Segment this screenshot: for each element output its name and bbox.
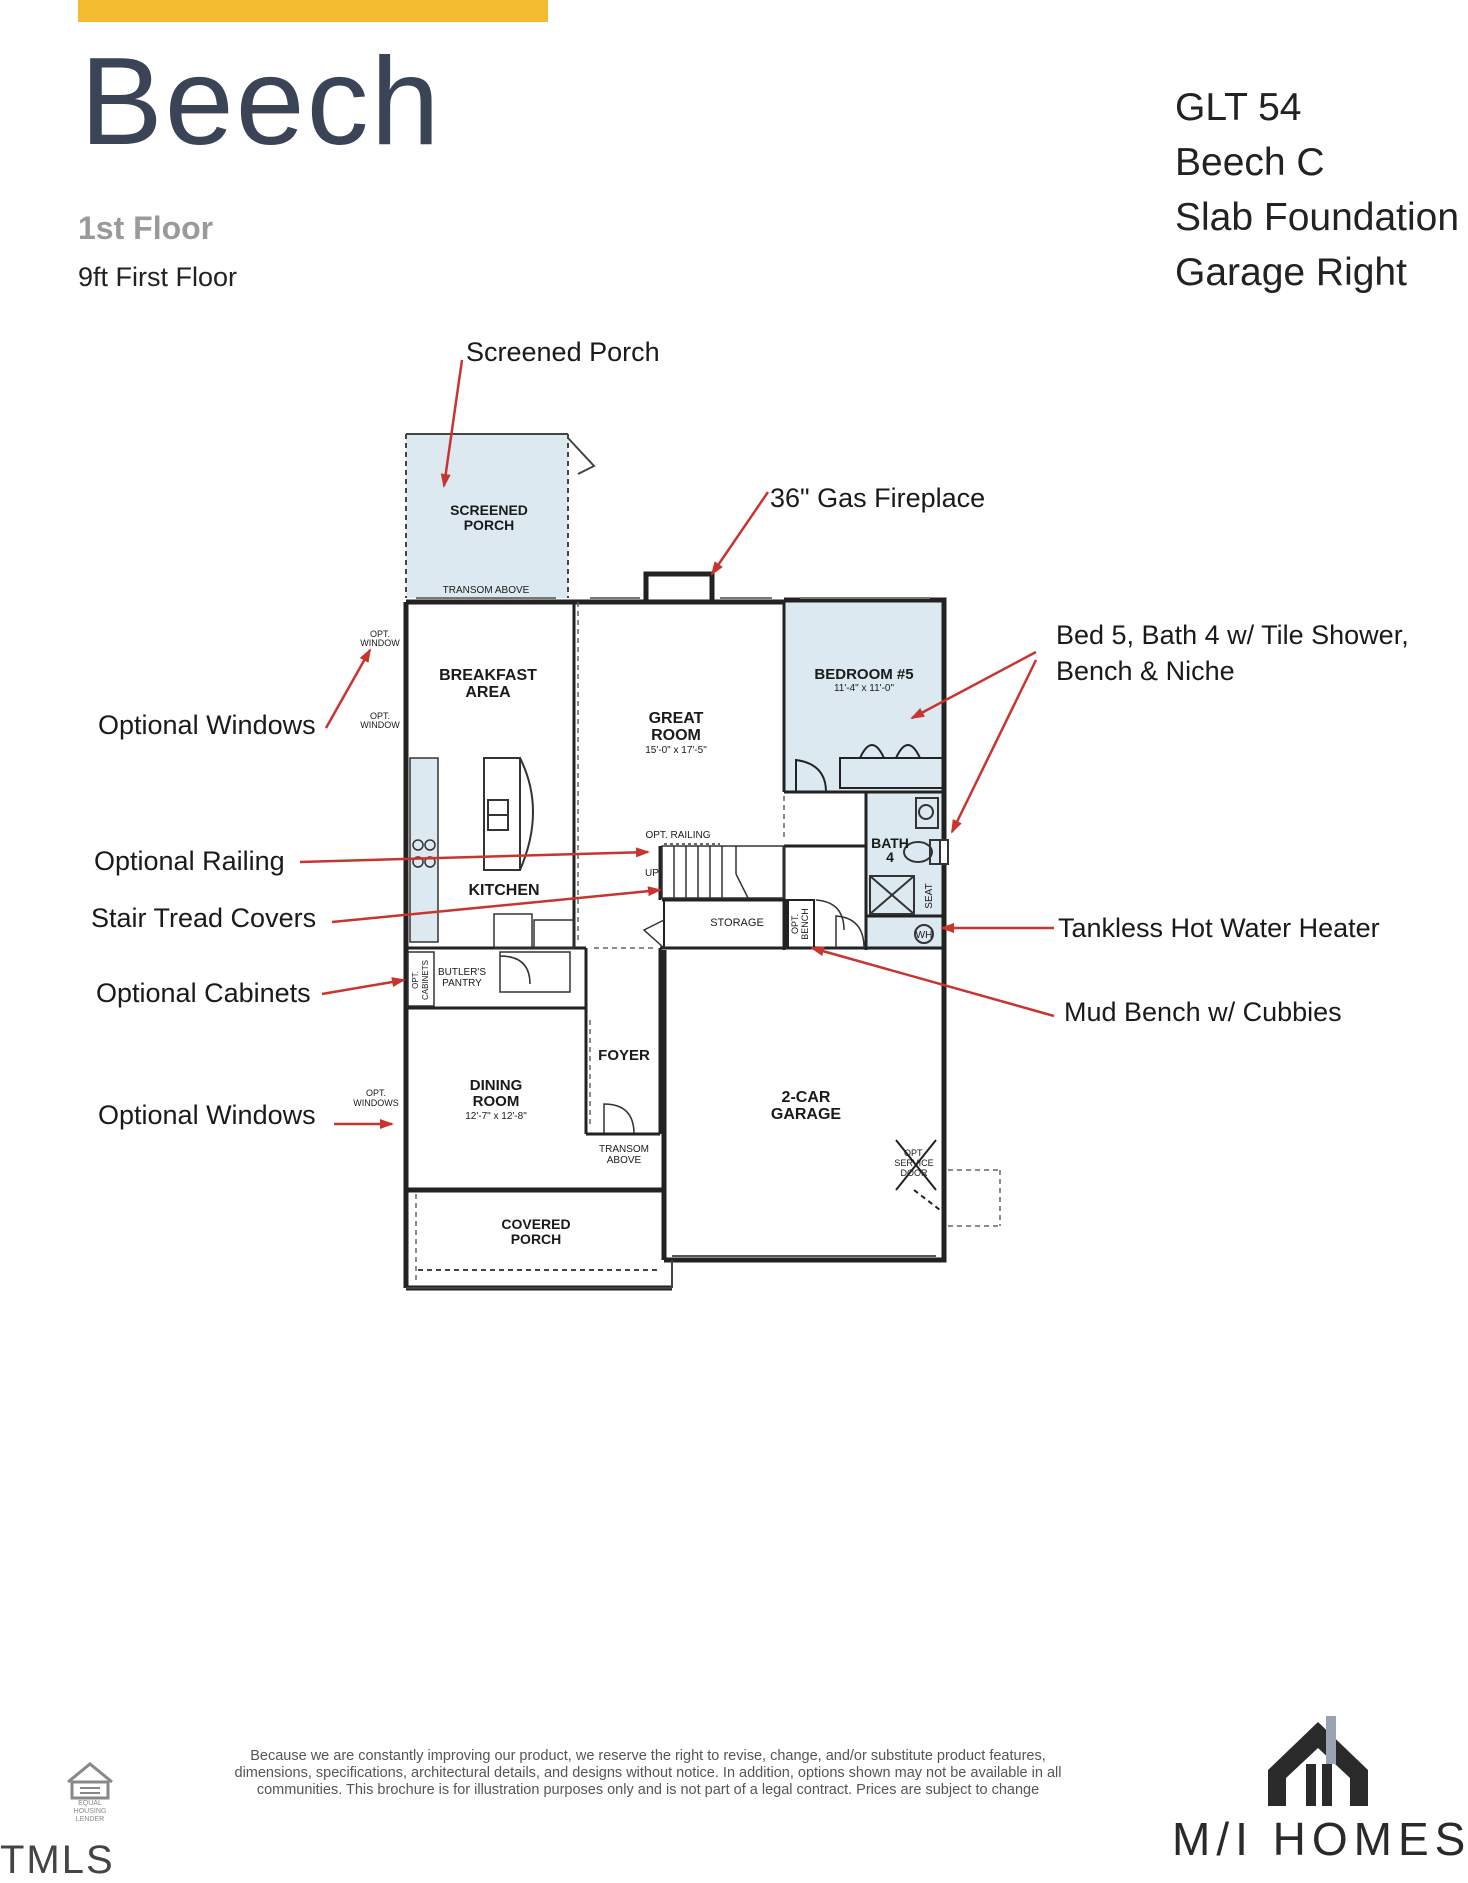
label-great: GREAT xyxy=(649,710,704,727)
label-service-1: OPT. xyxy=(904,1148,924,1158)
label-covered: COVERED xyxy=(501,1216,570,1232)
stairs xyxy=(661,843,785,899)
ceiling-label: 9ft First Floor xyxy=(78,262,238,292)
fireplace xyxy=(643,571,715,605)
openings xyxy=(415,602,1001,1282)
screened-porch-room xyxy=(406,434,568,598)
label-foyer: FOYER xyxy=(598,1047,650,1064)
label-garage: GARAGE xyxy=(771,1106,842,1123)
label-opt-window-2b: WINDOW xyxy=(360,720,400,730)
label-kitchen: KITCHEN xyxy=(468,882,539,899)
mls-watermark: TMLS xyxy=(0,1838,115,1882)
storage-closet xyxy=(663,899,789,949)
fridge xyxy=(493,913,533,949)
spec-elevation: Beech C xyxy=(1175,141,1325,184)
label-opt-bench-1: OPT. xyxy=(790,914,800,934)
label-covered-porch: PORCH xyxy=(511,1231,562,1247)
bath-4-room xyxy=(866,792,944,950)
hall-door xyxy=(815,899,845,931)
label-great-dim: 15'-0" x 17'-5" xyxy=(645,745,707,756)
disclaimer: Because we are constantly improving our … xyxy=(234,1748,1062,1798)
label-service-2: SERVICE xyxy=(894,1158,933,1168)
label-butlers-pantry: PANTRY xyxy=(442,978,482,989)
accent-bar xyxy=(78,0,548,22)
kitchen-counter xyxy=(409,757,439,943)
callout-gas-fireplace: 36" Gas Fireplace xyxy=(770,483,986,513)
mud-bench xyxy=(785,899,815,949)
callout-bed5-line1: Bed 5, Bath 4 w/ Tile Shower, xyxy=(1056,620,1409,650)
bedroom-closet xyxy=(795,744,945,793)
label-opt-window-2a: OPT. xyxy=(370,711,390,721)
floor-label: 1st Floor xyxy=(78,210,214,246)
label-opt-cabinets-2: CABINETS xyxy=(421,960,430,1000)
callout-screened-porch: Screened Porch xyxy=(466,337,660,367)
brand-name: M/I HOMES xyxy=(1172,1813,1468,1865)
equal-housing-label: EQUAL HOUSING LENDER xyxy=(73,1800,107,1823)
callout-bed5-line2: Bench & Niche xyxy=(1056,656,1235,686)
spec-lot: GLT 54 xyxy=(1175,86,1302,129)
label-breakfast-area: AREA xyxy=(465,684,511,701)
spec-garage: Garage Right xyxy=(1175,251,1407,294)
plan-title: Beech xyxy=(80,33,442,171)
label-screened: SCREENED xyxy=(450,502,528,518)
spec-foundation: Slab Foundation xyxy=(1175,196,1460,239)
screened-porch-outline xyxy=(405,433,596,598)
opt-service-door xyxy=(895,1139,941,1211)
bedroom-5-room xyxy=(784,602,942,792)
label-great-room: ROOM xyxy=(651,727,701,744)
butlers-pantry-closet xyxy=(499,951,571,993)
label-transom-above-2: ABOVE xyxy=(607,1155,642,1166)
label-dining: DINING xyxy=(470,1077,523,1094)
label-bath-number: 4 xyxy=(886,849,894,865)
storage-door xyxy=(642,919,665,949)
callout-arrows xyxy=(299,359,1055,1129)
label-opt-railing: OPT. RAILING xyxy=(645,830,710,841)
label-bedroom: BEDROOM #5 xyxy=(814,666,913,683)
pantry-cabinet xyxy=(533,919,575,949)
garage-door-swing xyxy=(835,915,865,949)
label-opt-windows-b: WINDOWS xyxy=(353,1098,399,1108)
covered-porch-outline xyxy=(406,1260,673,1289)
label-opt-windows-a: OPT. xyxy=(366,1088,386,1098)
opt-cabinets-box xyxy=(407,951,435,1007)
label-bath: BATH xyxy=(871,835,909,851)
spec-list: GLT 54 Beech C Slab Foundation Garage Ri… xyxy=(1175,80,1459,300)
butlers-pantry-door xyxy=(499,955,531,985)
label-opt-window-1b: WINDOW xyxy=(360,638,400,648)
label-wh: WH xyxy=(916,930,933,941)
cooktop xyxy=(412,839,436,868)
label-breakfast: BREAKFAST xyxy=(439,667,537,684)
callout-optional-windows-top: Optional Windows xyxy=(98,710,316,740)
label-service-3: DOOR xyxy=(901,1168,929,1178)
label-opt-cabinets-1: OPT. xyxy=(411,971,420,989)
kitchen-island xyxy=(483,757,534,871)
label-screened-porch: PORCH xyxy=(464,517,515,533)
label-transom: TRANSOM xyxy=(599,1144,649,1155)
label-dining-room: ROOM xyxy=(473,1093,520,1110)
callout-stair-tread: Stair Tread Covers xyxy=(91,903,317,933)
label-2-car: 2-CAR xyxy=(782,1089,831,1106)
label-opt-bench-2: BENCH xyxy=(800,908,810,940)
label-storage: STORAGE xyxy=(710,917,764,929)
label-opt-window-1a: OPT. xyxy=(370,629,390,639)
label-bedroom-dim: 11'-4" x 11'-0" xyxy=(834,683,894,694)
label-up: UP xyxy=(645,868,659,879)
equal-housing-logo xyxy=(67,1762,113,1800)
callout-tankless: Tankless Hot Water Heater xyxy=(1058,913,1380,943)
label-seat: SEAT xyxy=(924,883,935,908)
callout-optional-railing: Optional Railing xyxy=(94,846,285,876)
bath-fixtures xyxy=(869,797,949,944)
front-door xyxy=(603,1103,635,1135)
callout-optional-windows-bottom: Optional Windows xyxy=(98,1100,316,1130)
label-transom-above: TRANSOM ABOVE xyxy=(443,585,530,596)
label-dining-dim: 12'-7" x 12'-8" xyxy=(465,1111,527,1122)
mi-homes-logo-mark xyxy=(1268,1716,1368,1806)
callout-mud-bench: Mud Bench w/ Cubbies xyxy=(1064,997,1342,1027)
callout-optional-cabinets: Optional Cabinets xyxy=(96,978,311,1008)
label-butlers: BUTLER'S xyxy=(438,967,486,978)
